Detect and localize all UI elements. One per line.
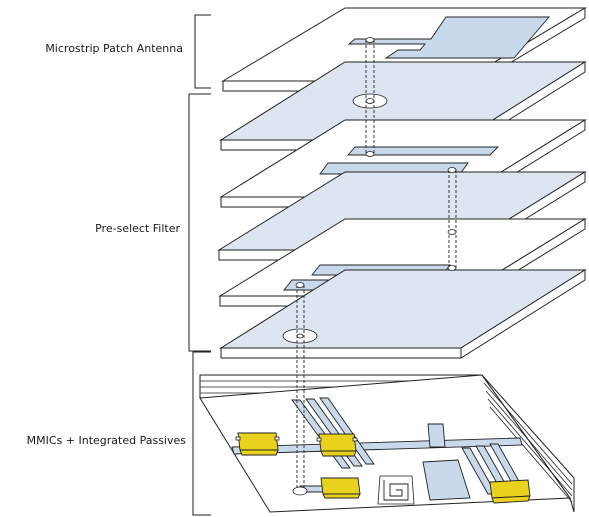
layer-mmic-substrate [200,375,574,512]
via-icon [293,487,307,495]
spiral-inductor-icon [378,476,414,504]
bracket-antenna [195,15,211,88]
section-brackets [189,15,211,515]
section-labels: Microstrip Patch Antenna Pre-select Filt… [27,42,187,447]
chip-icon [321,478,360,498]
label-antenna: Microstrip Patch Antenna [45,42,183,55]
chip-icon [236,433,279,455]
chip-icon [490,480,530,503]
bracket-filter [189,94,211,351]
label-mmic: MMICs + Integrated Passives [27,434,187,447]
label-filter: Pre-select Filter [95,222,180,235]
chip-icon [317,434,357,456]
stub-1 [428,424,445,447]
